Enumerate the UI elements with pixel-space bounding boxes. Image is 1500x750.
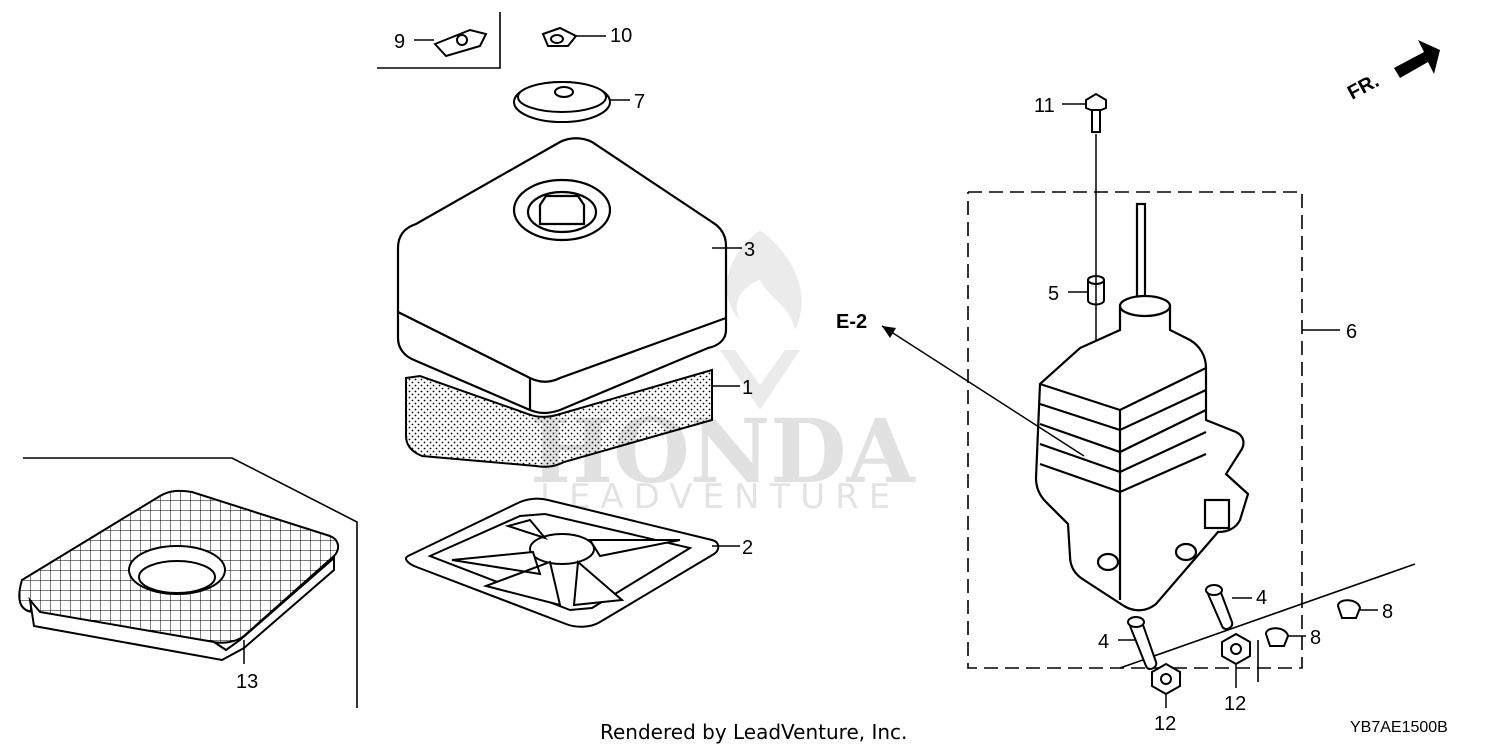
callout-8b: 8 [1382,601,1393,623]
part-2-element-base [405,497,720,628]
callout-1: 1 [742,377,753,399]
footer-credit: Rendered by LeadVenture, Inc. [600,720,907,744]
callout-3: 3 [744,239,755,261]
part-8-caps [1264,599,1362,647]
part-10-wing-nut [541,26,578,47]
callout-4b: 4 [1256,587,1267,609]
reference-e2: E-2 [836,311,867,333]
callout-4a: 4 [1098,631,1109,653]
part-12-nuts [1151,632,1251,696]
callout-10: 10 [610,25,632,47]
callout-9: 9 [394,31,405,53]
callout-2: 2 [742,537,753,559]
callout-5: 5 [1048,283,1059,305]
callout-7: 7 [634,91,645,113]
part-11-bolt [1085,92,1107,133]
part-4-tubes [1127,584,1234,670]
watermark-wing-icon [720,350,800,410]
diagram-code: YB7AE1500B [1350,719,1448,736]
callout-13: 13 [236,671,258,693]
e2-arrow-icon [882,326,896,338]
callout-12a: 12 [1154,713,1176,735]
part-6-air-cleaner-case [1034,202,1250,612]
part-13-screen [18,489,340,662]
front-arrow-icon [1394,40,1440,78]
callout-8a: 8 [1310,627,1321,649]
part-7-cover-cap [513,81,611,123]
callout-6: 6 [1346,321,1357,343]
watermark-flame-icon [726,230,802,330]
callout-11: 11 [1034,95,1055,117]
callout-labels: 9 10 7 3 1 2 13 11 5 6 4 4 8 8 12 12 E-2 [236,25,1393,735]
leader-lines [243,35,1378,708]
part-9-clip [433,28,488,58]
front-direction-marker: FR. [1344,40,1440,104]
frame-lines [23,12,1416,708]
watermark-sub: LEADVENTURE [540,477,900,517]
callout-12b: 12 [1224,693,1246,715]
front-label: FR. [1344,70,1383,105]
part-3-air-cleaner-cover [396,137,728,415]
part-1-foam-element [405,368,713,468]
